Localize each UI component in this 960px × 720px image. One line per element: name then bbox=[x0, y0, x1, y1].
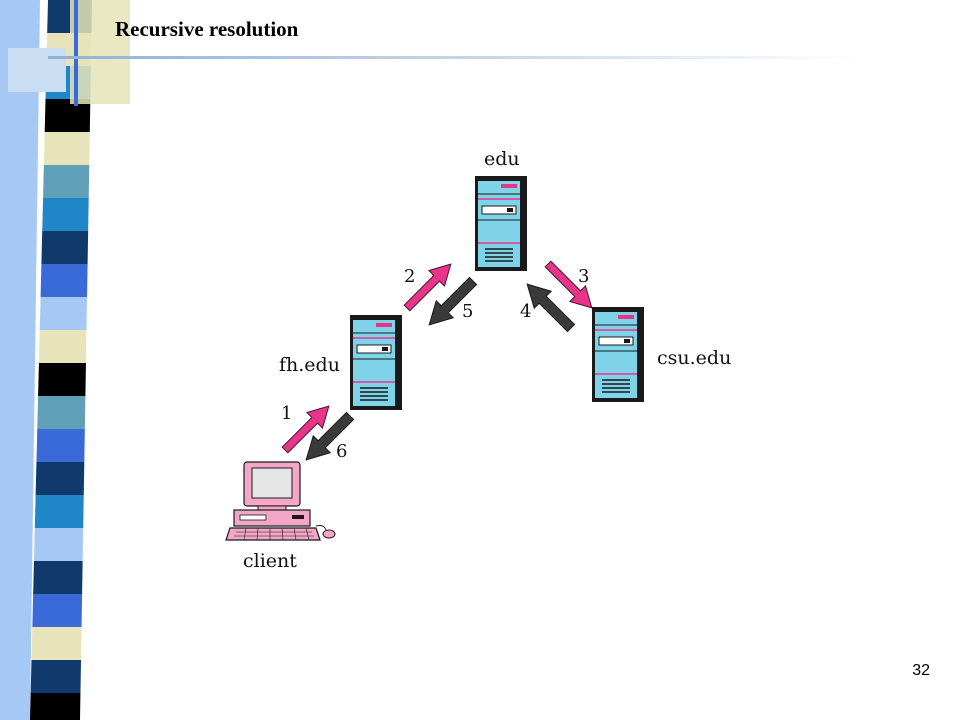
fh-edu-server-icon bbox=[349, 314, 403, 411]
fh-edu-label: fh.edu bbox=[279, 354, 340, 376]
step-1-label: 1 bbox=[281, 403, 292, 424]
step-5-label: 5 bbox=[462, 301, 473, 322]
step-6-label: 6 bbox=[336, 441, 347, 462]
client-label: client bbox=[243, 550, 297, 572]
step-6-response-arrow bbox=[297, 407, 359, 469]
title-underline bbox=[48, 56, 860, 59]
step-4-label: 4 bbox=[520, 301, 531, 322]
edu-server-icon bbox=[474, 175, 528, 272]
slide-title: Recursive resolution bbox=[115, 17, 299, 41]
csu-edu-server-icon bbox=[591, 306, 645, 403]
step-3-label: 3 bbox=[578, 266, 589, 287]
csu-edu-label: csu.edu bbox=[657, 347, 731, 369]
step-2-label: 2 bbox=[404, 266, 415, 287]
decorative-stripe bbox=[0, 0, 130, 720]
page-number: 32 bbox=[912, 662, 930, 679]
edu-label: edu bbox=[484, 148, 520, 170]
client-computer-icon bbox=[225, 461, 336, 541]
